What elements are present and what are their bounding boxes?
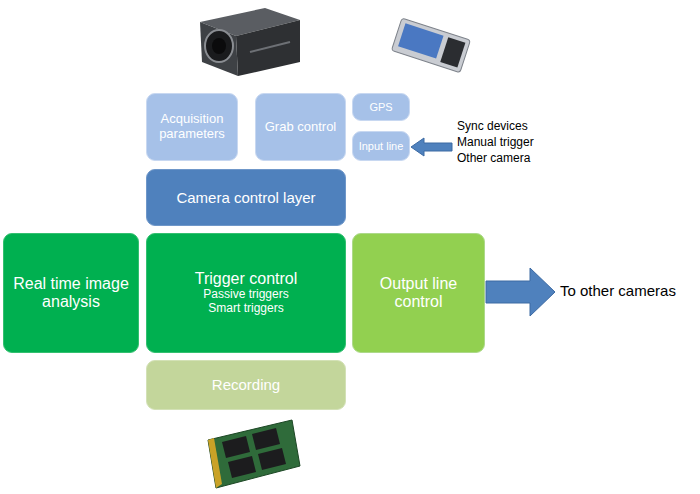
ssd-connector [208, 438, 222, 488]
process-box: Output line control [352, 233, 485, 353]
storage-box: Recording [146, 360, 346, 410]
camera-illustration [200, 8, 300, 76]
device-box: Input line [352, 131, 410, 161]
device-box: GPS [352, 93, 410, 121]
box-title: Acquisition parameters [150, 112, 234, 142]
output-arrow [486, 268, 555, 316]
parameter-box: Acquisition parameters [146, 93, 238, 161]
camera-lens [205, 30, 233, 62]
gps-card-illustration [391, 18, 470, 73]
output-label: To other cameras [560, 282, 676, 299]
input-arrow [411, 138, 452, 156]
camera-side [236, 20, 300, 76]
signal-source: Sync devices [457, 119, 528, 133]
ssd-chip [222, 436, 250, 458]
control-box: Grab control [255, 93, 346, 161]
ssd-board [208, 420, 300, 488]
box-title: Output line control [356, 275, 481, 312]
box-title: Input line [359, 140, 404, 153]
camera-front [200, 22, 238, 76]
box-title: Trigger control [195, 270, 298, 288]
camera-lens-core [212, 38, 226, 54]
ssd-chip [228, 456, 256, 478]
box-title: Recording [212, 376, 280, 393]
box-title: Real time image analysis [7, 275, 135, 312]
process-box: Real time image analysis [3, 233, 139, 353]
layer-box: Camera control layer [146, 169, 346, 226]
box-title: Grab control [265, 120, 337, 135]
box-title: GPS [369, 101, 392, 114]
box-detail: Passive triggers Smart triggers [191, 288, 301, 316]
gps-card-label [398, 23, 443, 58]
signal-source: Manual trigger [457, 135, 534, 149]
box-title: Camera control layer [176, 189, 315, 206]
camera-logo-mark [250, 42, 290, 52]
gps-card-antenna [440, 37, 465, 67]
gps-card-body [391, 18, 470, 73]
ssd-chip [252, 428, 280, 450]
ssd-illustration [208, 420, 300, 488]
signal-source: Other camera [457, 151, 530, 165]
ssd-chip [258, 448, 286, 470]
process-box: Trigger controlPassive triggers Smart tr… [146, 233, 346, 353]
